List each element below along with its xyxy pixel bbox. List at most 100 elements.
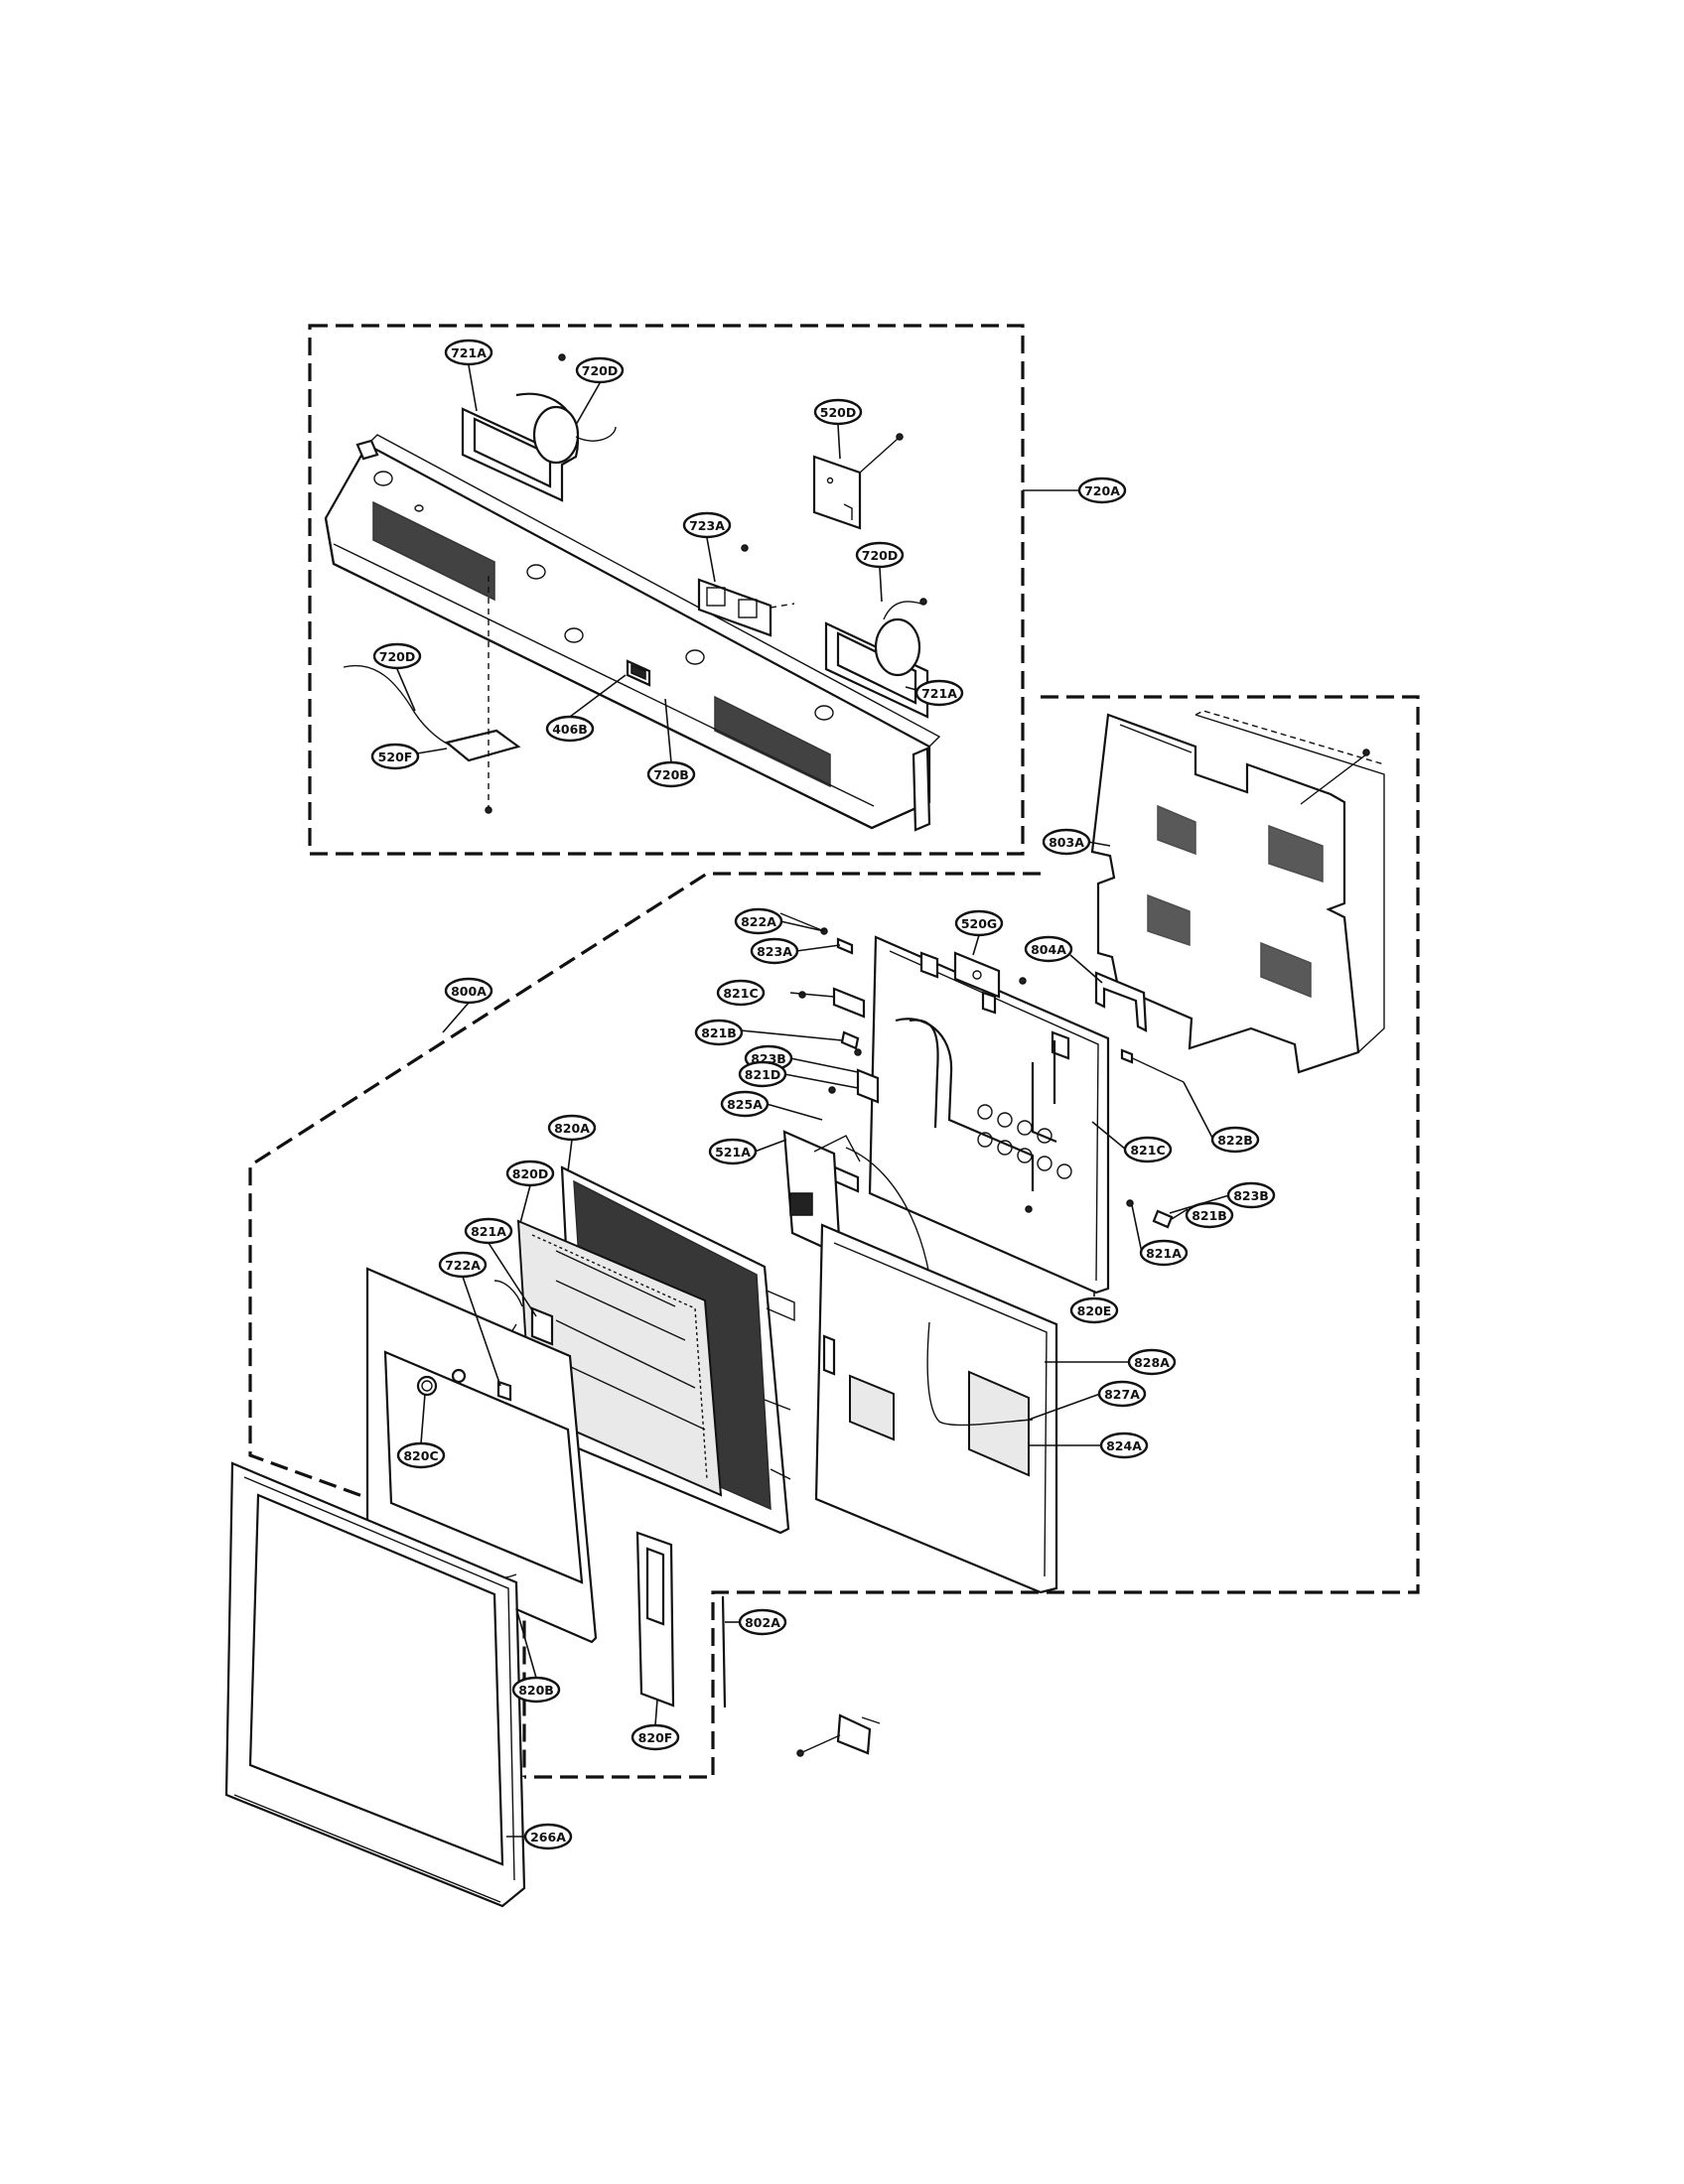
callout-721A-top: 721A xyxy=(444,339,493,366)
callout-821C-right: 821C xyxy=(1123,1136,1173,1163)
svg-text:823B: 823B xyxy=(1233,1188,1269,1203)
svg-text:821B: 821B xyxy=(1192,1208,1227,1223)
rod-802A xyxy=(721,1595,727,1708)
svg-text:804A: 804A xyxy=(1031,942,1066,957)
bracket-804A xyxy=(1094,971,1148,1032)
callout-822B: 822B xyxy=(1210,1126,1260,1154)
svg-text:828A: 828A xyxy=(1134,1355,1170,1370)
callout-720A: 720A xyxy=(1077,477,1127,504)
rear-panel-824A xyxy=(814,1223,1058,1594)
svg-text:720D: 720D xyxy=(862,548,898,563)
speaker-721A-right xyxy=(824,598,929,719)
callout-802A: 802A xyxy=(738,1608,787,1636)
svg-text:722A: 722A xyxy=(445,1258,481,1273)
speaker-bar-720B xyxy=(324,434,941,832)
callout-825A: 825A xyxy=(720,1090,770,1118)
front-assembly-dashed-border xyxy=(248,872,1041,1777)
svg-text:802A: 802A xyxy=(745,1615,780,1630)
callout-820A: 820A xyxy=(547,1114,597,1142)
callout-266A: 266A xyxy=(523,1823,573,1850)
svg-text:406B: 406B xyxy=(552,722,588,737)
chassis-820E xyxy=(868,935,1110,1295)
callout-406B: 406B xyxy=(545,715,595,743)
callout-822A: 822A xyxy=(734,907,783,935)
svg-text:820C: 820C xyxy=(403,1448,438,1463)
board-520D xyxy=(812,433,904,530)
svg-text:821B: 821B xyxy=(701,1025,737,1040)
svg-text:824A: 824A xyxy=(1106,1438,1142,1453)
svg-text:520D: 520D xyxy=(820,405,856,420)
callout-823A: 823A xyxy=(750,937,799,965)
main-assembly-dashed-border xyxy=(524,695,1420,1779)
callout-828A: 828A xyxy=(1127,1348,1177,1376)
callout-820B: 820B xyxy=(511,1676,561,1704)
svg-text:822B: 822B xyxy=(1217,1133,1253,1148)
callout-820D: 820D xyxy=(505,1160,555,1187)
svg-text:721A: 721A xyxy=(921,686,957,701)
callout-821A-left: 821A xyxy=(464,1217,513,1245)
svg-text:822A: 822A xyxy=(741,914,776,929)
callout-804A: 804A xyxy=(1024,935,1073,963)
back-cover-803A xyxy=(1090,710,1385,1074)
board-520F xyxy=(343,576,521,814)
svg-text:723A: 723A xyxy=(689,518,725,533)
svg-text:821C: 821C xyxy=(723,986,758,1001)
svg-text:820E: 820E xyxy=(1077,1303,1112,1318)
speaker-assembly-dashed-border xyxy=(308,324,1025,856)
front-frame-266A xyxy=(224,1461,526,1908)
callout-720B: 720B xyxy=(646,760,696,788)
svg-text:721A: 721A xyxy=(451,345,487,360)
callout-821A-right: 821A xyxy=(1139,1239,1189,1267)
svg-text:821C: 821C xyxy=(1130,1143,1165,1158)
callout-821B-right: 821B xyxy=(1185,1201,1234,1229)
svg-text:821A: 821A xyxy=(1146,1246,1182,1261)
callout-800A: 800A xyxy=(444,977,493,1005)
svg-text:720D: 720D xyxy=(582,363,618,378)
svg-text:820B: 820B xyxy=(518,1683,554,1698)
svg-text:821A: 821A xyxy=(471,1224,506,1239)
handle-820F xyxy=(635,1531,675,1707)
callout-827A: 827A xyxy=(1097,1380,1147,1408)
svg-text:720D: 720D xyxy=(379,649,415,664)
callout-520G: 520G xyxy=(954,909,1004,937)
speaker-721A-left xyxy=(461,353,617,502)
callout-824A: 824A xyxy=(1099,1432,1149,1459)
callout-821C-left: 821C xyxy=(716,979,766,1007)
svg-text:520G: 520G xyxy=(961,916,997,931)
callout-520D: 520D xyxy=(813,398,863,426)
loose-connector xyxy=(796,1713,881,1757)
callout-820F: 820F xyxy=(631,1723,680,1751)
svg-text:821D: 821D xyxy=(745,1067,780,1082)
callout-520F: 520F xyxy=(370,743,420,770)
callout-821B-left: 821B xyxy=(694,1019,744,1046)
callout-823B-right: 823B xyxy=(1226,1181,1276,1209)
callout-820E: 820E xyxy=(1069,1297,1119,1324)
svg-text:720B: 720B xyxy=(653,767,689,782)
callout-720D-top: 720D xyxy=(575,356,625,384)
callout-720D-mid: 720D xyxy=(855,541,905,569)
callout-821D: 821D xyxy=(738,1060,787,1088)
svg-text:521A: 521A xyxy=(715,1145,751,1160)
board-520G xyxy=(953,951,1027,999)
svg-text:820D: 820D xyxy=(512,1166,548,1181)
svg-text:827A: 827A xyxy=(1104,1387,1140,1402)
small-parts-right xyxy=(1025,1048,1185,1229)
callout-722A: 722A xyxy=(438,1251,488,1279)
leader-lines xyxy=(396,364,1230,1838)
jack-723A xyxy=(697,544,795,637)
callout-720D-left: 720D xyxy=(372,642,422,670)
svg-text:803A: 803A xyxy=(1049,835,1084,850)
callout-803A: 803A xyxy=(1042,828,1091,856)
svg-text:800A: 800A xyxy=(451,984,487,999)
callout-721A-mid: 721A xyxy=(914,679,964,707)
svg-text:825A: 825A xyxy=(727,1097,763,1112)
svg-text:520F: 520F xyxy=(378,750,413,764)
svg-text:820A: 820A xyxy=(554,1121,590,1136)
callout-723A: 723A xyxy=(682,511,732,539)
callout-820C: 820C xyxy=(396,1441,446,1469)
svg-text:823A: 823A xyxy=(757,944,792,959)
svg-text:820F: 820F xyxy=(638,1730,673,1745)
callout-521A: 521A xyxy=(708,1138,758,1165)
svg-text:720A: 720A xyxy=(1084,483,1120,498)
